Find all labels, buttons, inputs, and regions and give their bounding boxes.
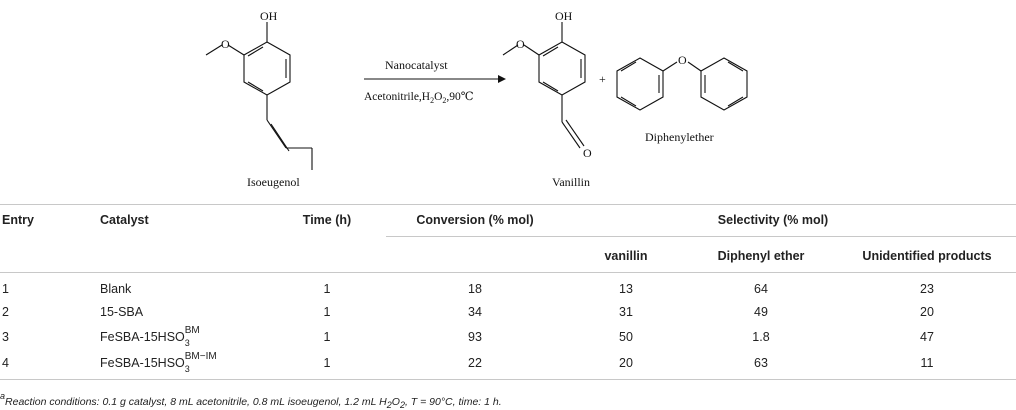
cell-vanillin: 31: [619, 305, 633, 319]
isoeugenol-o-label: O: [221, 37, 230, 51]
plus-sign: +: [599, 72, 606, 86]
reaction-arrow: [364, 75, 506, 83]
product1-name: Vanillin: [552, 175, 590, 189]
cell-diphenyl-ether: 63: [754, 356, 768, 370]
cell-vanillin: 20: [619, 356, 633, 370]
isoeugenol-oh-label: OH: [260, 9, 278, 23]
reagent-conditions: Acetonitrile,H2O2,90℃: [364, 91, 474, 105]
header-entry: Entry: [2, 213, 34, 227]
vanillin-structure: [502, 22, 586, 149]
cell-time: 1: [323, 330, 331, 344]
cell-catalyst: Blank: [100, 282, 132, 296]
vanillin-aldehyde-o-label: O: [583, 146, 592, 160]
cell-conversion: 18: [468, 282, 482, 296]
cell-catalyst: 15-SBA: [100, 305, 144, 319]
cell-conversion: 22: [468, 356, 482, 370]
vanillin-oh-label: OH: [555, 9, 573, 23]
header-vanillin: vanillin: [604, 249, 648, 263]
table-top-rule: [0, 204, 1016, 205]
cell-time: 1: [323, 356, 331, 370]
cell-unidentified: 20: [920, 305, 934, 319]
diphenylether-structure: [616, 57, 748, 111]
vanillin-o-label: O: [516, 37, 525, 51]
isoeugenol-structure: [205, 22, 313, 170]
cell-entry: 1: [2, 282, 9, 296]
selectivity-rule: [386, 236, 1016, 237]
cell-entry: 4: [2, 356, 9, 370]
cell-diphenyl-ether: 64: [754, 282, 768, 296]
cell-time: 1: [323, 305, 331, 319]
header-selectivity: Selectivity (% mol): [717, 213, 829, 227]
header-catalyst: Catalyst: [100, 213, 149, 227]
cell-vanillin: 50: [619, 330, 633, 344]
reagent-catalyst: Nanocatalyst: [385, 58, 448, 72]
cell-entry: 3: [2, 330, 9, 344]
reaction-scheme: OH O Isoeugenol Nanocatalyst Acetonitril…: [205, 9, 748, 189]
table-footnote: aReaction conditions: 0.1 g catalyst, 8 …: [0, 391, 502, 410]
reactant-name: Isoeugenol: [247, 175, 300, 189]
header-bottom-rule: [0, 272, 1016, 273]
cell-conversion: 93: [468, 330, 482, 344]
header-time: Time (h): [302, 213, 352, 227]
cell-vanillin: 13: [619, 282, 633, 296]
diphenylether-o-label: O: [678, 53, 687, 67]
table-bottom-rule: [0, 379, 1016, 380]
cell-conversion: 34: [468, 305, 482, 319]
header-diphenyl-ether: Diphenyl ether: [717, 249, 805, 263]
cell-unidentified: 23: [920, 282, 934, 296]
header-unidentified: Unidentified products: [862, 249, 992, 263]
cell-diphenyl-ether: 49: [754, 305, 768, 319]
product2-name: Diphenylether: [645, 130, 714, 144]
header-conversion: Conversion (% mol): [416, 213, 534, 227]
cell-unidentified: 47: [920, 330, 934, 344]
cell-unidentified: 11: [920, 356, 934, 370]
cell-time: 1: [323, 282, 331, 296]
cell-diphenyl-ether: 1.8: [752, 330, 770, 344]
cell-entry: 2: [2, 305, 9, 319]
